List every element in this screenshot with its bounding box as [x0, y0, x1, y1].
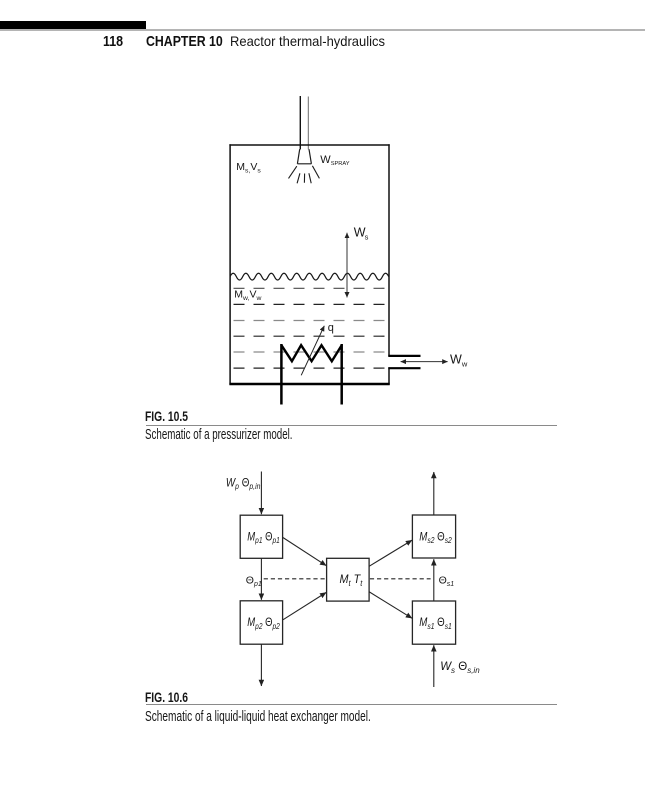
- svg-text:Mp2 Θp2: Mp2 Θp2: [247, 617, 280, 631]
- svg-text:Ws: Ws: [354, 226, 369, 242]
- svg-text:Θs1: Θs1: [439, 575, 455, 588]
- svg-text:Wp Θp,in: Wp Θp,in: [226, 478, 261, 492]
- svg-text:Ws Θs,in: Ws Θs,in: [440, 661, 480, 675]
- svg-text:Ms1 Θs1: Ms1 Θs1: [419, 617, 452, 631]
- svg-text:Ms,Vs: Ms,Vs: [236, 161, 261, 174]
- svg-text:Mw,Vw: Mw,Vw: [234, 289, 261, 302]
- svg-text:Mp1 Θp1: Mp1 Θp1: [247, 531, 280, 545]
- svg-text:q: q: [328, 322, 334, 334]
- svg-text:Ww: Ww: [450, 353, 468, 369]
- svg-text:Ms2 Θs2: Ms2 Θs2: [419, 531, 452, 545]
- svg-text:WSPRAY: WSPRAY: [320, 154, 349, 167]
- svg-text:Θp1: Θp1: [246, 575, 262, 588]
- svg-text:Mt Tt: Mt Tt: [340, 574, 364, 588]
